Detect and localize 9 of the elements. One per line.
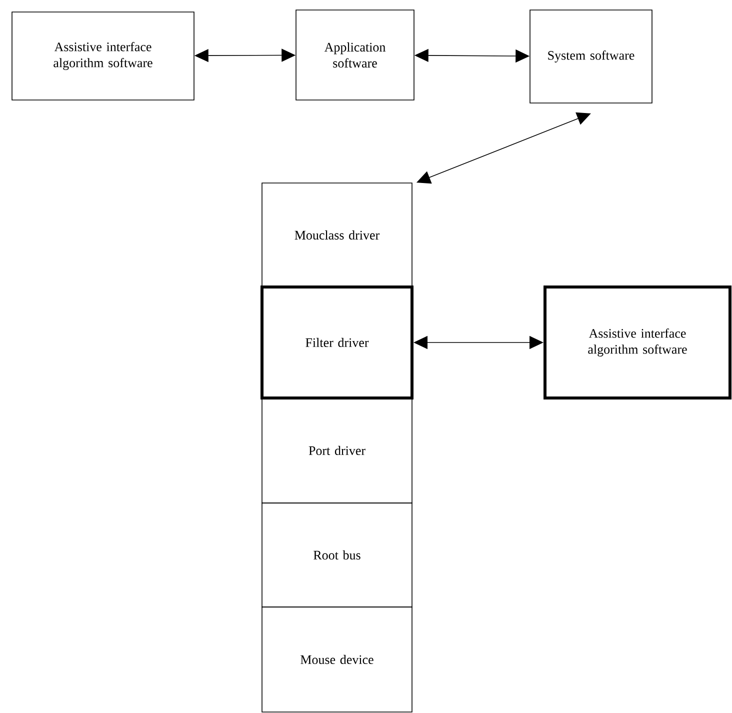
filter-box: Filter driver	[260, 286, 414, 400]
process-box: Mouse device	[262, 606, 412, 712]
process-box: Application software	[296, 10, 414, 100]
process-box: Port driver	[262, 398, 412, 504]
process-box: System software	[530, 10, 652, 104]
process-box: Root bus	[262, 502, 412, 608]
process-box: Mouclass driver	[262, 182, 412, 288]
process-box: Assistive interface algorithm software	[12, 12, 194, 100]
filter-box: Assistive interface algorithm software	[544, 286, 732, 400]
